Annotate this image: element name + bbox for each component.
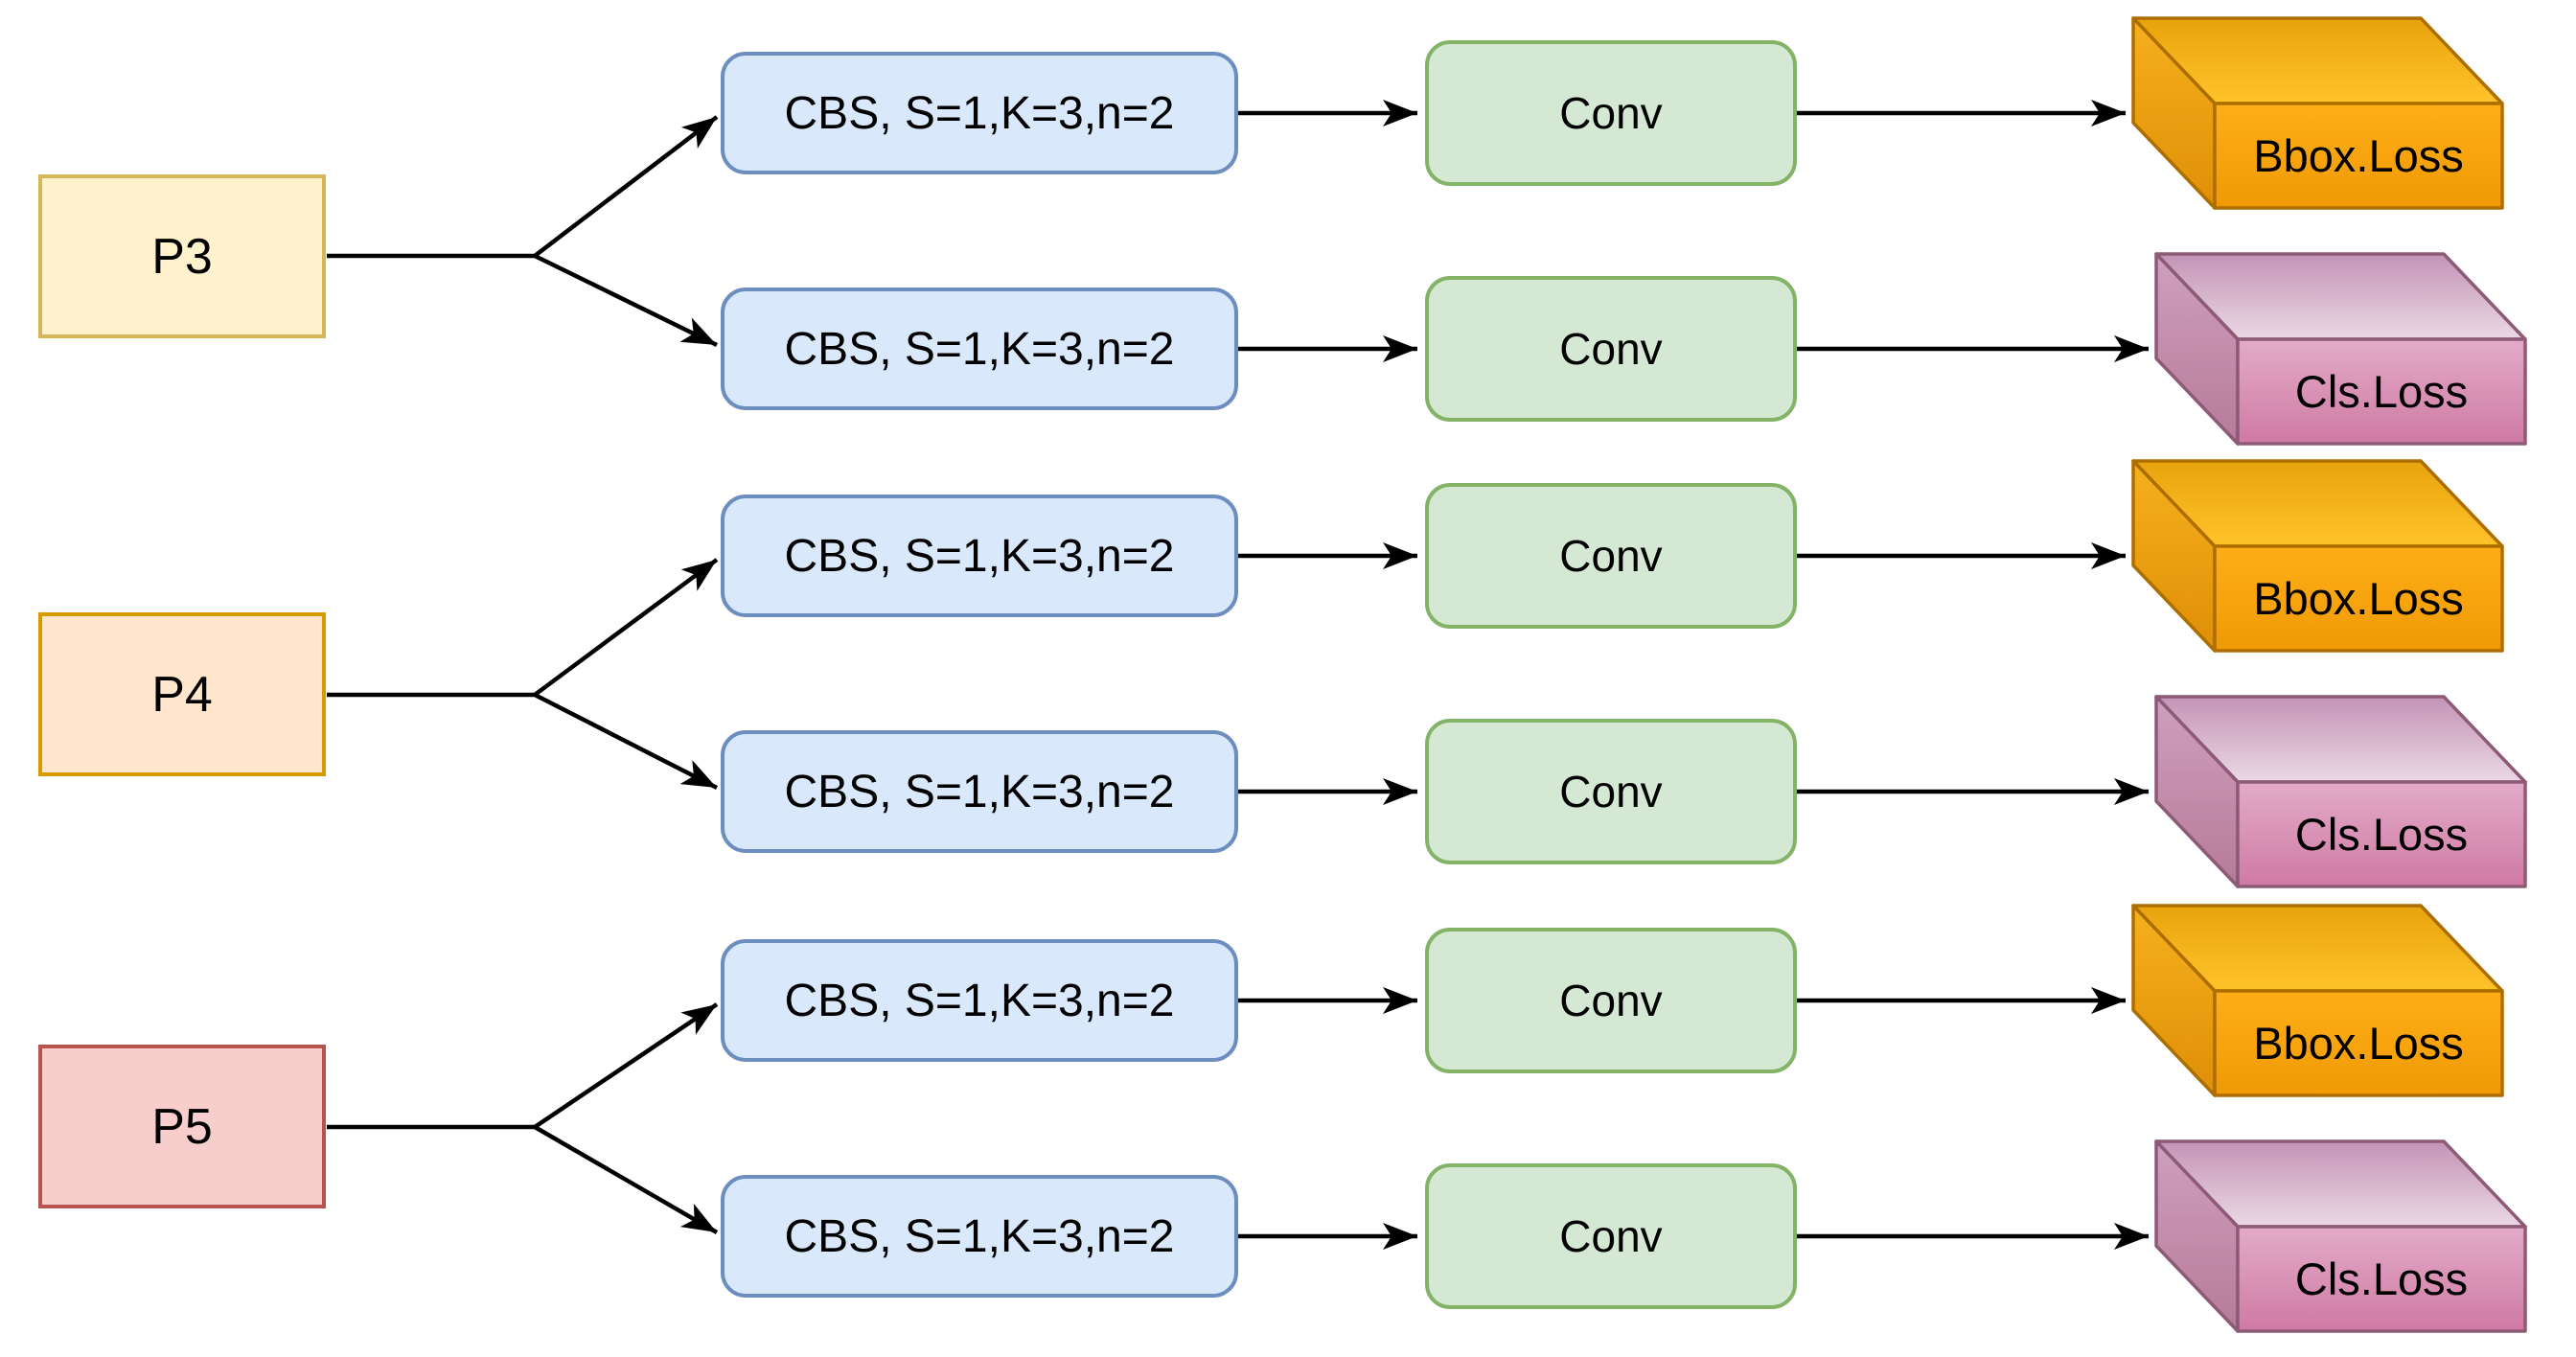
edge-p4-to-cbs-top <box>533 558 719 697</box>
cls-loss-cube-p4 <box>2154 695 2527 888</box>
cbs-block-p3-bbox: CBS, S=1,K=3,n=2 <box>721 52 1238 174</box>
edge-p5-to-cbs-bottom <box>533 1125 719 1234</box>
edge-p3-to-cbs-top <box>533 115 719 258</box>
cls-loss-label-p3: Cls.Loss <box>2294 366 2469 417</box>
cbs-block-p4-cls: CBS, S=1,K=3,n=2 <box>721 730 1238 853</box>
edge-p4-to-cbs-bottom <box>533 692 719 791</box>
cls-loss-label-p5: Cls.Loss <box>2294 1254 2469 1304</box>
bbox-loss-label-p5: Bbox.Loss <box>2253 1018 2464 1069</box>
cls-loss-label-p4: Cls.Loss <box>2294 809 2469 860</box>
input-node-p5: P5 <box>38 1045 326 1208</box>
edges <box>327 100 2149 1250</box>
conv-block-p3-bbox: Conv <box>1425 40 1797 186</box>
edge-p3-to-cbs-bottom <box>534 253 718 348</box>
bbox-loss-label-p3: Bbox.Loss <box>2253 130 2464 181</box>
cbs-block-p3-cls: CBS, S=1,K=3,n=2 <box>721 288 1238 410</box>
bbox-loss-cube-p5 <box>2131 904 2504 1097</box>
conv-block-p4-cls: Conv <box>1425 719 1797 864</box>
conv-block-p5-cls: Conv <box>1425 1163 1797 1309</box>
conv-block-p4-bbox: Conv <box>1425 483 1797 629</box>
conv-block-p5-bbox: Conv <box>1425 928 1797 1073</box>
bbox-loss-cube-p4 <box>2131 459 2504 653</box>
cbs-block-p5-cls: CBS, S=1,K=3,n=2 <box>721 1175 1238 1298</box>
input-node-p3: P3 <box>38 174 326 338</box>
bbox-loss-label-p4: Bbox.Loss <box>2253 573 2464 624</box>
edge-p5-to-cbs-top <box>533 1002 719 1129</box>
bbox-loss-cube-p3 <box>2131 16 2504 210</box>
input-node-p4: P4 <box>38 612 326 776</box>
cbs-block-p5-bbox: CBS, S=1,K=3,n=2 <box>721 939 1238 1062</box>
cls-loss-cube-p5 <box>2154 1139 2527 1333</box>
cls-loss-cube-p3 <box>2154 252 2527 446</box>
cbs-block-p4-bbox: CBS, S=1,K=3,n=2 <box>721 494 1238 617</box>
conv-block-p3-cls: Conv <box>1425 276 1797 422</box>
